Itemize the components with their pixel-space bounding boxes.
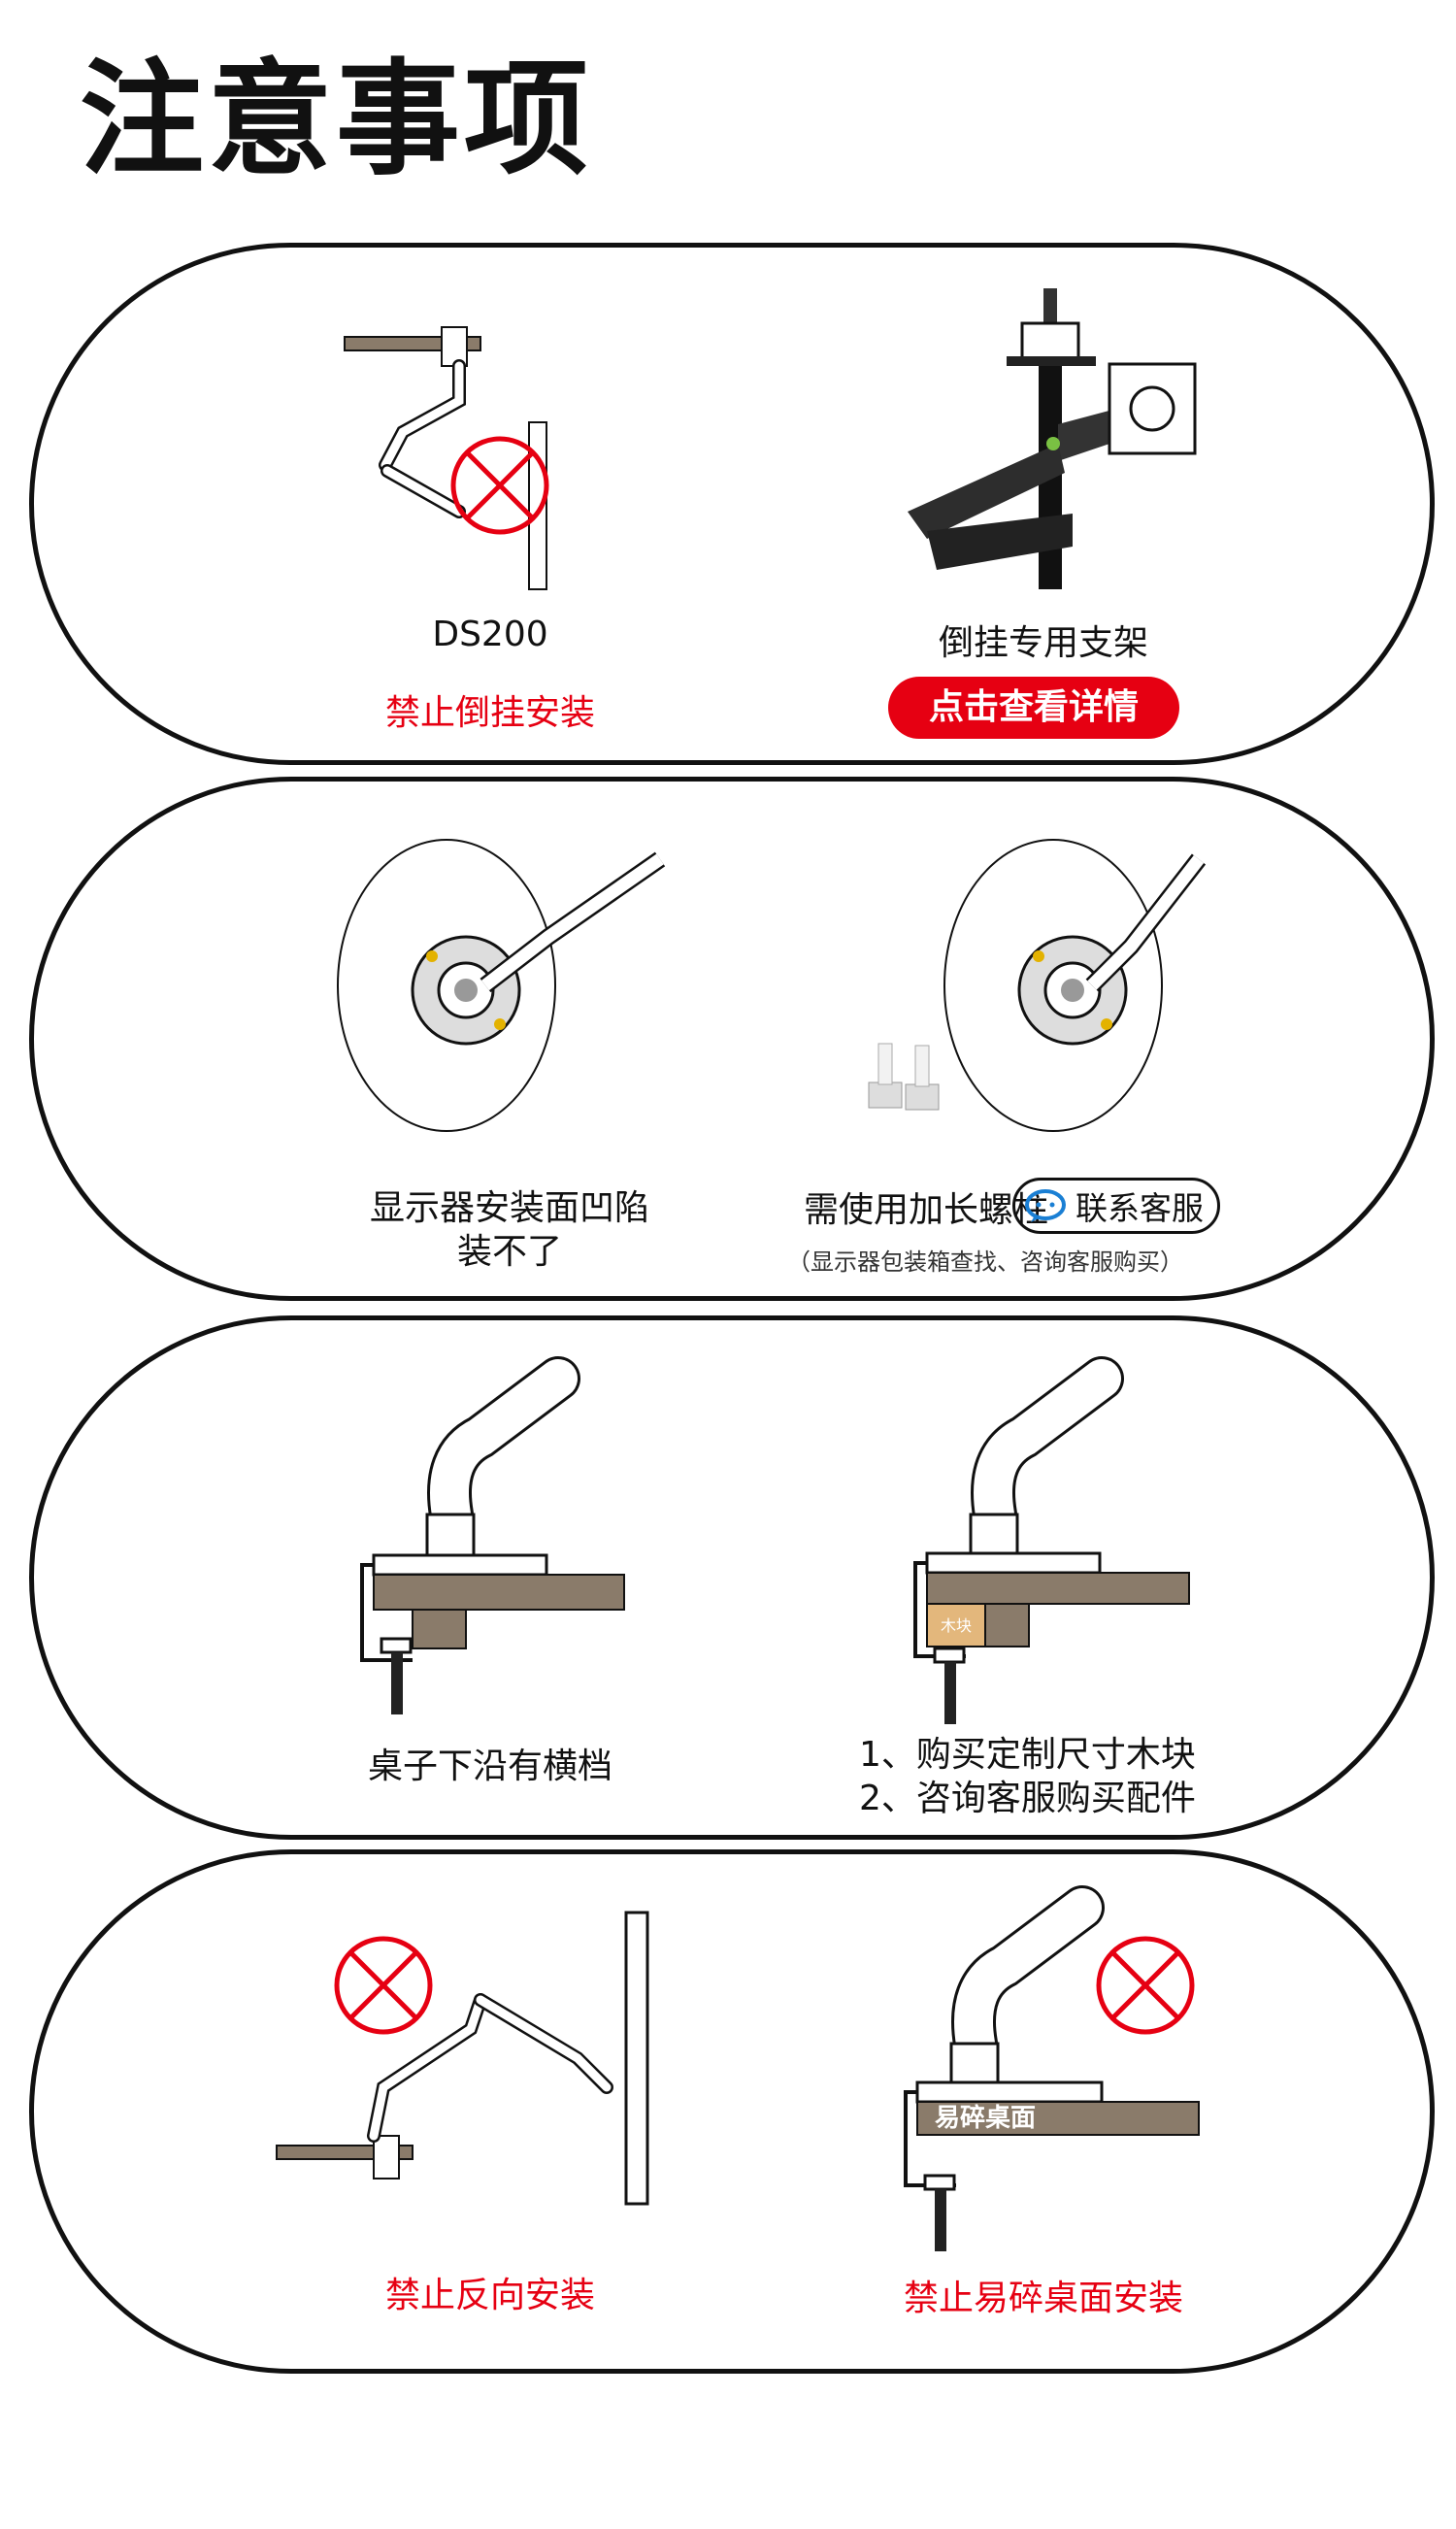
extension-screw-note: （显示器包装箱查找、咨询客服购买） [787, 1248, 1183, 1276]
notice-panel-4: 禁止反向安装 易碎桌面 禁止易碎桌面安装 [29, 1849, 1435, 2374]
reverse-install-illustration [276, 1911, 649, 2206]
prohibited-icon [334, 1936, 433, 2035]
prohibited-icon [1096, 1936, 1195, 2035]
ceiling-bracket-illustration [908, 288, 1197, 589]
wood-block-step-2: 2、咨询客服购买配件 [859, 1779, 1196, 1818]
no-fragile-desk-warning: 禁止易碎桌面安装 [903, 2279, 1183, 2318]
wood-block-illustration: 木块 [913, 1356, 1190, 1724]
notice-panel-2: 显示器安装面凹陷 装不了 需使用加长螺柱 联系客服 （显示器包装箱查找、咨询客服… [29, 777, 1435, 1301]
wood-block-step-1: 1、购买定制尺寸木块 [859, 1735, 1196, 1775]
no-reverse-install-warning: 禁止反向安装 [384, 2276, 595, 2315]
page-title: 注意事项 [80, 48, 593, 192]
contact-service-button[interactable]: 联系客服 [1012, 1178, 1220, 1234]
prohibited-icon [450, 436, 549, 535]
extension-screw-caption: 需使用加长螺柱 [803, 1190, 1048, 1230]
desk-crossbar-caption: 桌子下沿有横档 [367, 1747, 612, 1786]
desk-crossbar-illustration [360, 1356, 625, 1714]
upside-down-mount-illustration [344, 326, 547, 590]
recessed-caption-line2: 装不了 [456, 1232, 562, 1272]
recessed-monitor-illustration [337, 839, 666, 1132]
ceiling-bracket-caption: 倒挂专用支架 [938, 623, 1148, 663]
recessed-caption-line1: 显示器安装面凹陷 [369, 1188, 649, 1228]
notice-panel-3: 桌子下沿有横档 木块 1、购买定制尺寸木块 2、咨询客服购买配件 [29, 1315, 1435, 1840]
wood-block-label: 木块 [941, 1616, 972, 1635]
contact-service-label: 联系客服 [1075, 1189, 1204, 1227]
fragile-surface-label: 易碎桌面 [935, 2104, 1036, 2133]
view-details-button[interactable]: 点击查看详情 [888, 677, 1179, 739]
no-upside-down-warning: 禁止倒挂安装 [384, 693, 595, 733]
chat-bubble-icon [1025, 1189, 1066, 1222]
ds200-caption: DS200 [432, 615, 548, 654]
notice-panel-1: DS200 禁止倒挂安装 倒挂专用支架 点击查看详情 [29, 243, 1435, 765]
extension-screws-illustration [868, 839, 1207, 1132]
fragile-desk-illustration: 易碎桌面 [904, 1885, 1200, 2251]
